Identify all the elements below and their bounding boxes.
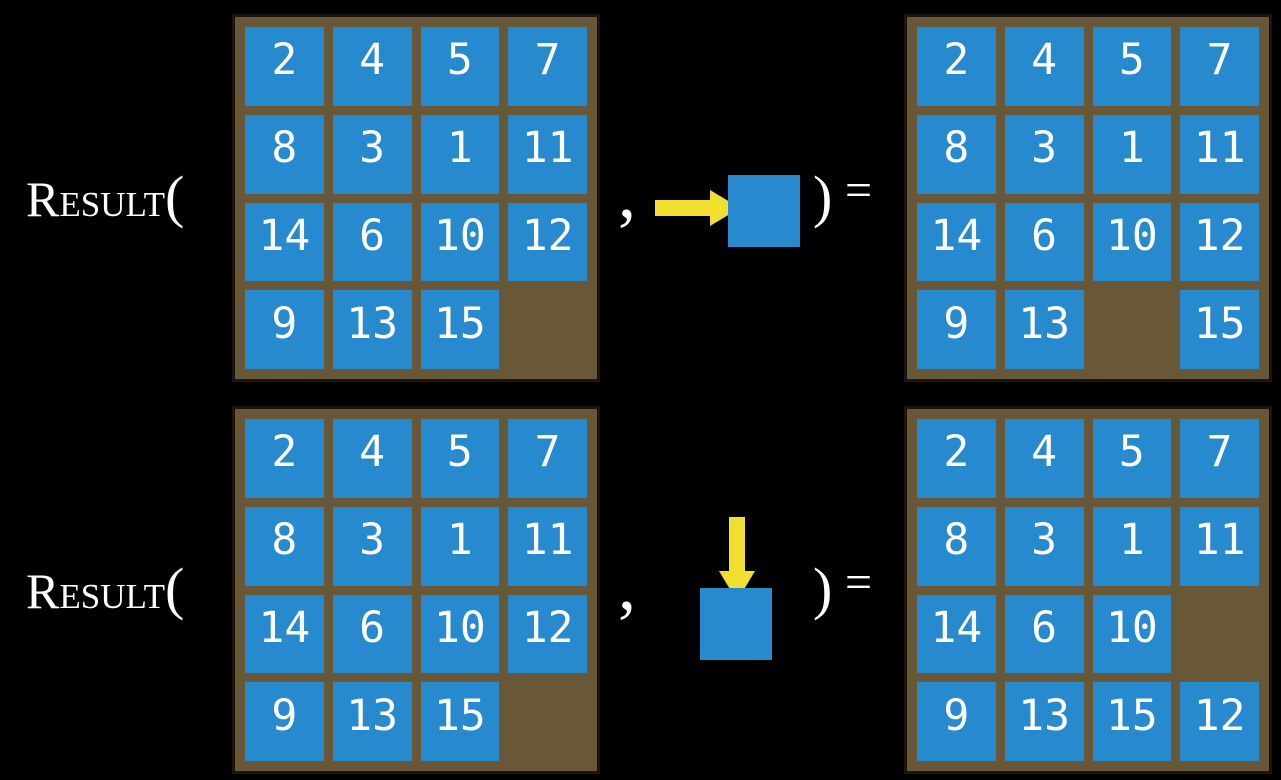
tile-9: 9 — [917, 290, 996, 369]
tile-6: 6 — [332, 202, 412, 282]
tile-9: 9 — [245, 290, 324, 369]
tile-8: 8 — [917, 114, 996, 194]
result-label-initial: R — [26, 171, 60, 227]
tile-15: 15 — [420, 682, 500, 761]
close-paren: ) — [813, 164, 833, 229]
tile-12: 12 — [1180, 202, 1259, 282]
tile-2: 2 — [245, 419, 324, 498]
tile-14: 14 — [245, 594, 324, 674]
tile-14: 14 — [917, 594, 996, 674]
tile-5: 5 — [1092, 419, 1172, 498]
tile-10: 10 — [1092, 202, 1172, 282]
action-tile-1 — [728, 175, 800, 247]
tile-2: 2 — [917, 419, 996, 498]
equals-sign: = — [845, 164, 873, 217]
tile-12: 12 — [508, 202, 587, 282]
tile-13: 13 — [1004, 290, 1084, 369]
tile-3: 3 — [332, 114, 412, 194]
blank-cell — [508, 290, 587, 369]
tile-11: 11 — [508, 114, 587, 194]
tile-1: 1 — [420, 114, 500, 194]
tile-2: 2 — [245, 27, 324, 106]
tile-7: 7 — [1180, 419, 1259, 498]
result-function-label: RESULT( — [26, 560, 184, 618]
tile-5: 5 — [420, 419, 500, 498]
result-label-smallcaps: ESULT — [59, 577, 166, 616]
tile-10: 10 — [420, 202, 500, 282]
tile-4: 4 — [332, 27, 412, 106]
tile-9: 9 — [245, 682, 324, 761]
tile-1: 1 — [1092, 114, 1172, 194]
tile-7: 7 — [508, 27, 587, 106]
result-label-smallcaps: ESULT — [59, 185, 166, 224]
tile-2: 2 — [917, 27, 996, 106]
tile-11: 11 — [1180, 506, 1259, 586]
tile-12: 12 — [508, 594, 587, 674]
tile-6: 6 — [1004, 594, 1084, 674]
close-paren: ) — [813, 556, 833, 621]
tile-15: 15 — [420, 290, 500, 369]
tile-10: 10 — [1092, 594, 1172, 674]
tile-5: 5 — [420, 27, 500, 106]
open-paren: ( — [165, 164, 185, 229]
tile-4: 4 — [332, 419, 412, 498]
tile-13: 13 — [1004, 682, 1084, 761]
tile-7: 7 — [1180, 27, 1259, 106]
blank-cell — [1093, 290, 1172, 369]
tile-11: 11 — [1180, 114, 1259, 194]
tile-6: 6 — [1004, 202, 1084, 282]
result-label-initial: R — [26, 563, 60, 619]
blank-cell — [508, 682, 587, 761]
tile-8: 8 — [917, 506, 996, 586]
tile-4: 4 — [1004, 419, 1084, 498]
tile-3: 3 — [332, 506, 412, 586]
action-tile-2 — [700, 588, 772, 660]
tile-14: 14 — [917, 202, 996, 282]
tile-13: 13 — [332, 682, 412, 761]
result-function-label: RESULT( — [26, 168, 184, 226]
tile-3: 3 — [1004, 506, 1084, 586]
tile-15: 15 — [1092, 682, 1172, 761]
tile-5: 5 — [1092, 27, 1172, 106]
tile-8: 8 — [245, 114, 324, 194]
yellow-arrow-down-icon — [719, 517, 755, 601]
tile-1: 1 — [1092, 506, 1172, 586]
tile-7: 7 — [508, 419, 587, 498]
open-paren: ( — [165, 556, 185, 621]
blank-cell — [1180, 595, 1259, 674]
tile-6: 6 — [332, 594, 412, 674]
tile-14: 14 — [245, 202, 324, 282]
tile-12: 12 — [1180, 682, 1259, 761]
equals-sign: = — [845, 556, 873, 609]
tile-11: 11 — [508, 506, 587, 586]
tile-13: 13 — [332, 290, 412, 369]
comma: , — [618, 545, 636, 625]
tile-1: 1 — [420, 506, 500, 586]
tile-10: 10 — [420, 594, 500, 674]
tile-3: 3 — [1004, 114, 1084, 194]
comma: , — [618, 153, 636, 233]
tile-9: 9 — [917, 682, 996, 761]
tile-15: 15 — [1180, 290, 1259, 369]
tile-4: 4 — [1004, 27, 1084, 106]
tile-8: 8 — [245, 506, 324, 586]
yellow-arrow-right-icon — [655, 190, 740, 226]
